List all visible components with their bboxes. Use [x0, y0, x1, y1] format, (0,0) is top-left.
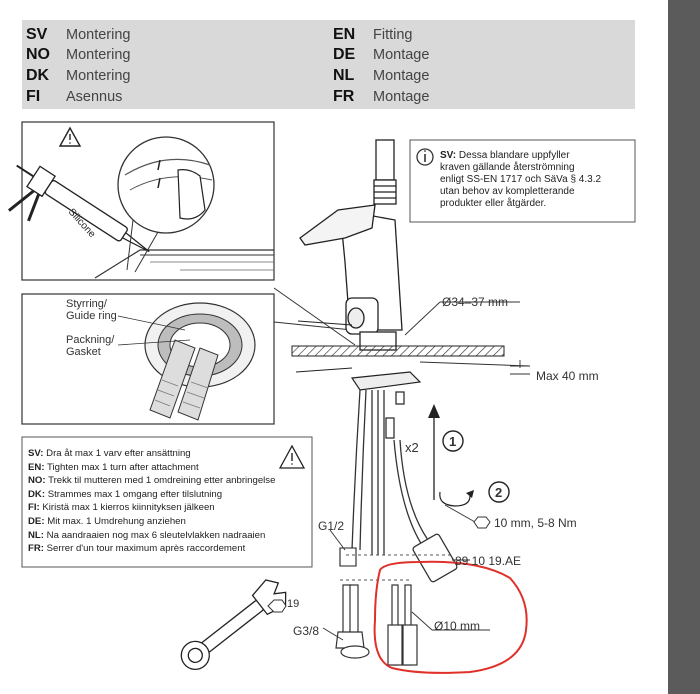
- max-thickness-label: Max 40 mm: [536, 369, 599, 383]
- step-1-label: 1: [449, 434, 457, 449]
- wrench-size-label: 19: [287, 598, 300, 610]
- info-box-frame: [409, 139, 636, 223]
- pipe-diameter-label: Ø10 mm: [434, 619, 481, 633]
- silicone-gun: [8, 164, 150, 253]
- hex-icon: [473, 516, 491, 529]
- gasket-label-2: Gasket: [66, 346, 101, 358]
- language-header: [22, 20, 635, 109]
- info-line-4: utan behov av kompletterande: [440, 186, 575, 197]
- hand-illustration: [177, 169, 206, 220]
- hex-icon: [267, 599, 287, 613]
- step-2-marker: [488, 481, 510, 503]
- silicone-panel: Silicone: [8, 121, 275, 281]
- wrench-icon: [180, 579, 287, 671]
- info-line-1: Dessa blandare uppfyller: [458, 150, 570, 161]
- guide-ring-label-2: Guide ring: [66, 310, 117, 322]
- hoses: [351, 389, 458, 583]
- info-line-2: kraven gällande återströmning: [440, 162, 575, 173]
- mounting-plate: [350, 371, 422, 555]
- info-line-3: enligt SS-EN 1717 och SäVa § 4.3.2: [440, 174, 602, 185]
- guide-ring-label-1: Styrring/: [66, 298, 107, 310]
- gasket-label-1: Packning/: [66, 334, 115, 346]
- tighten-box-frame: [21, 436, 313, 568]
- info-line-5: produkter eller åtgärder.: [440, 198, 547, 209]
- diameter-label: Ø34–37 mm: [442, 295, 509, 309]
- step-2-label: 2: [495, 485, 503, 500]
- page-edge-bar: [668, 0, 700, 694]
- info-box-text: SV: Dessa blandare uppfyller kraven gäll…: [440, 150, 630, 210]
- times-two-label: x2: [405, 440, 419, 455]
- torque-label: 10 mm, 5-8 Nm: [494, 516, 577, 530]
- warning-icon: [58, 126, 82, 147]
- tighten-instructions: SV: Dra åt max 1 varv efter ansättning E…: [28, 448, 276, 555]
- gasket-panel: [21, 293, 275, 425]
- thread-g12-label: G1/2: [318, 519, 345, 533]
- info-prefix: SV:: [440, 150, 457, 161]
- thread-g38-label: G3/8: [293, 624, 320, 638]
- highlight-circle: [373, 560, 528, 674]
- countertop: [291, 320, 531, 373]
- warning-icon: [278, 444, 306, 469]
- part-number-label: 89 10 19.AE: [455, 554, 522, 568]
- lower-hoses: [335, 584, 418, 666]
- step-1-marker: [442, 430, 464, 452]
- mixer-tap: [299, 139, 403, 351]
